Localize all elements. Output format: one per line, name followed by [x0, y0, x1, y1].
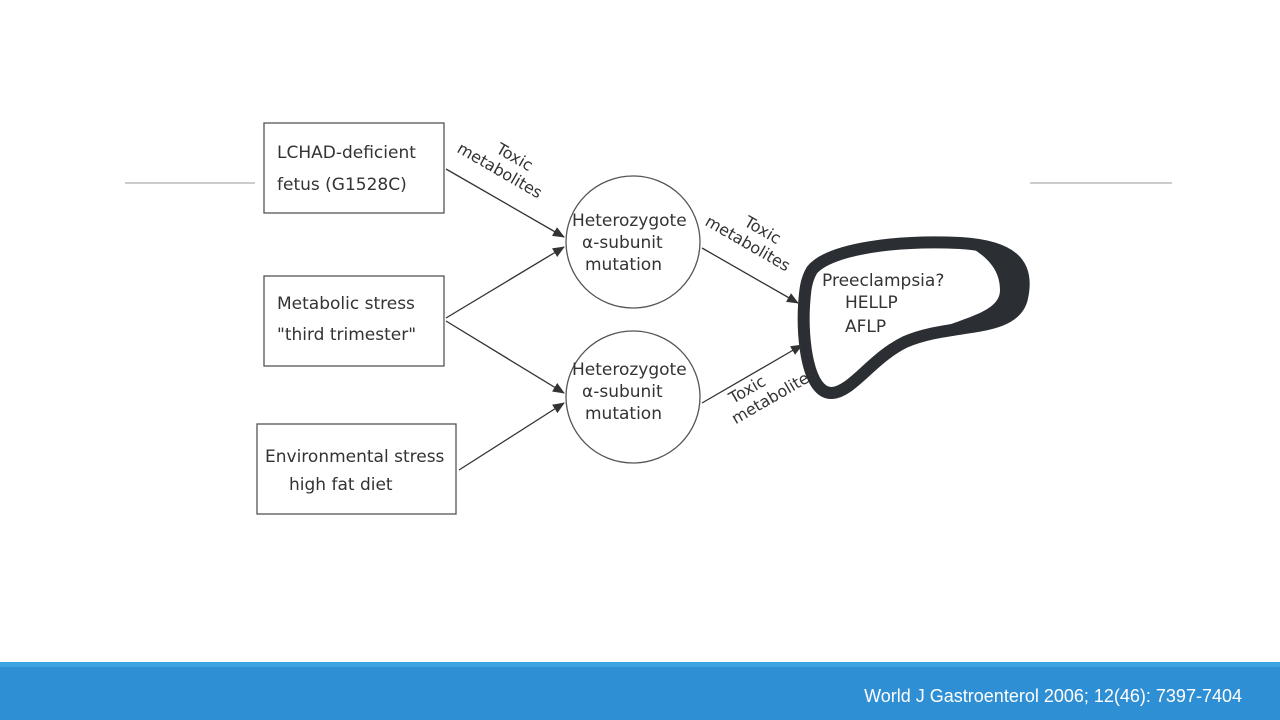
edge-label-toxic-2: Toxic metabolites	[702, 211, 794, 275]
node-hetero-top-line2: α-subunit	[582, 233, 663, 253]
footer-accent-strip	[0, 662, 1280, 667]
node-hetero-bottom-line2: α-subunit	[582, 382, 663, 402]
edge-environmental-to-hetero-bottom	[458, 402, 565, 471]
node-heterozygote-bottom: Heterozygote α-subunit mutation	[565, 330, 701, 464]
node-lchad-deficient-fetus: LCHAD-deficient fetus (G1528C)	[263, 122, 445, 214]
node-hetero-top-line3: mutation	[585, 255, 662, 275]
node-heterozygote-top: Heterozygote α-subunit mutation	[565, 175, 701, 309]
node-metabolic-stress: Metabolic stress "third trimester"	[263, 275, 445, 367]
edge-metabolic-to-hetero-top	[445, 246, 565, 319]
outcome-line1: Preeclampsia?	[822, 271, 944, 291]
node-environmental-line2: high fat diet	[289, 475, 393, 495]
node-metabolic-line2: "third trimester"	[277, 325, 416, 345]
node-hetero-top-line1: Heterozygote	[572, 211, 687, 231]
citation-text: World J Gastroenterol 2006; 12(46): 7397…	[864, 686, 1242, 706]
node-lchad-line2: fetus (G1528C)	[277, 175, 407, 195]
footer-bar: World J Gastroenterol 2006; 12(46): 7397…	[0, 662, 1280, 720]
edge-metabolic-to-hetero-bottom	[445, 320, 565, 394]
node-metabolic-line1: Metabolic stress	[277, 294, 415, 314]
pathway-diagram: LCHAD-deficient fetus (G1528C) Metabolic…	[125, 122, 1172, 515]
node-lchad-line1: LCHAD-deficient	[277, 143, 416, 163]
edge-hetero-top-to-outcome	[701, 247, 799, 304]
edge-label-toxic-1: Toxic metabolites	[454, 138, 546, 202]
outcome-line3: AFLP	[845, 317, 886, 337]
node-environmental-stress: Environmental stress high fat diet	[256, 423, 457, 515]
node-outcome: Preeclampsia? HELLP AFLP	[797, 236, 1030, 399]
node-hetero-bottom-line3: mutation	[585, 404, 662, 424]
node-environmental-line1: Environmental stress	[265, 447, 445, 467]
outcome-line2: HELLP	[845, 293, 898, 313]
outcome-blob-thick-edge	[920, 244, 1026, 338]
node-hetero-bottom-line1: Heterozygote	[572, 360, 687, 380]
edge-lchad-to-hetero-top	[445, 168, 565, 238]
edge-hetero-bottom-to-outcome	[701, 344, 803, 404]
